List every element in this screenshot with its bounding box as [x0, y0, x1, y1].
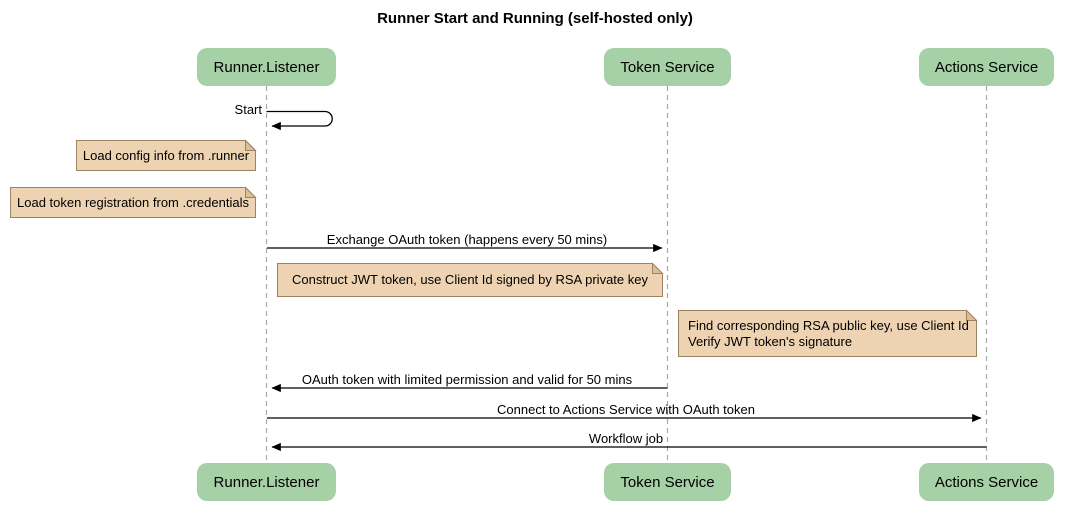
message-label-oauth-token-reply: OAuth token with limited permission and …	[301, 372, 633, 387]
note-load-config: Load config info from .runner	[82, 147, 250, 163]
note-construct-jwt: Construct JWT token, use Client Id signe…	[292, 272, 648, 287]
participant-runner-listener-bottom: Runner.Listener	[197, 463, 336, 501]
participant-token-service-bottom: Token Service	[604, 463, 731, 501]
participant-token-service-top: Token Service	[604, 48, 731, 86]
participant-actions-service-bottom: Actions Service	[919, 463, 1054, 501]
message-label-exchange-oauth-token: Exchange OAuth token (happens every 50 m…	[326, 232, 608, 247]
diagram-title: Runner Start and Running (self-hosted on…	[377, 10, 693, 27]
message-arrow-start-self	[266, 110, 333, 131]
message-label-workflow-job: Workflow job	[588, 431, 664, 446]
note-verify-jwt: Find corresponding RSA public key, use C…	[688, 317, 969, 349]
participant-runner-listener-top: Runner.Listener	[197, 48, 336, 86]
participant-actions-service-top: Actions Service	[919, 48, 1054, 86]
note-load-token-registration: Load token registration from .credential…	[17, 194, 249, 210]
message-label-connect-actions-service: Connect to Actions Service with OAuth to…	[497, 402, 755, 417]
message-label-start: Start	[234, 102, 262, 117]
